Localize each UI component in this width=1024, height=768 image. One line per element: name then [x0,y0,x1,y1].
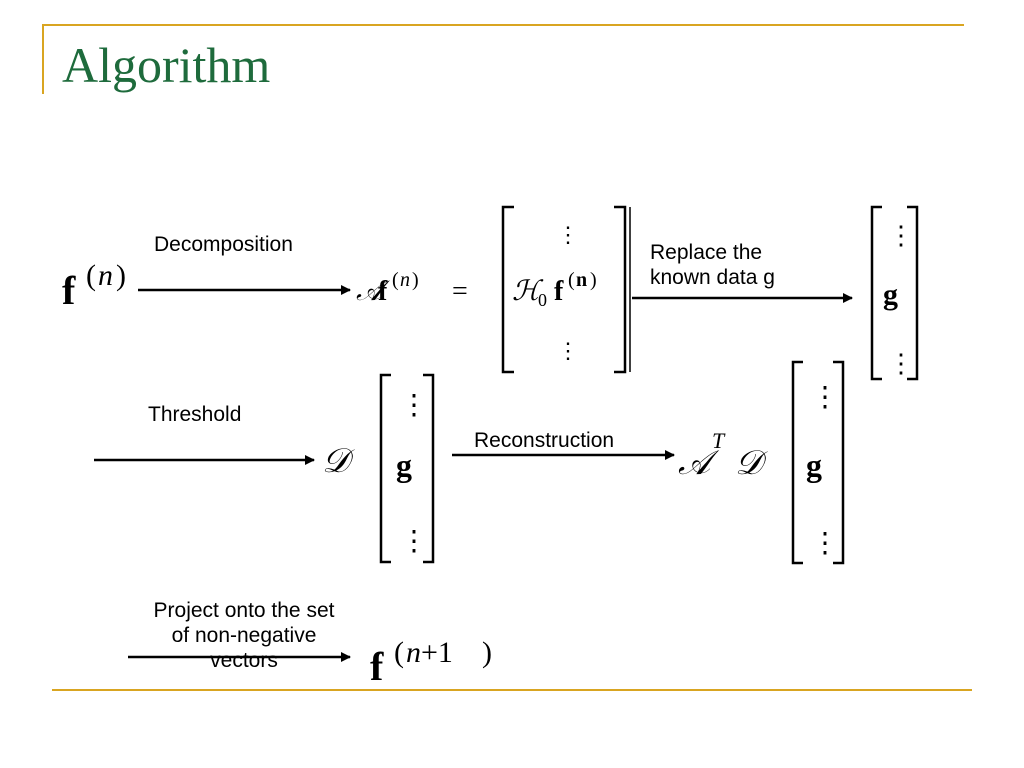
svg-text:f: f [62,268,76,313]
svg-text:): ) [412,269,419,291]
svg-text:(: ( [86,259,96,292]
svg-text:): ) [590,269,597,291]
matrix-replaced-g: ⋮ g ⋮ [870,205,919,381]
slide-title: Algorithm [62,37,271,93]
step-label-decomposition: Decomposition [154,233,293,256]
svg-text:): ) [116,259,126,292]
svg-text:⋮: ⋮ [888,349,914,378]
svg-text:(: ( [568,269,575,291]
matrix-decomposed-vector: ⋮ ℋ 0 f ( n ) ⋮ [501,205,631,374]
svg-text:n: n [400,269,410,291]
top-rule [42,24,964,26]
svg-text:n+1: n+1 [406,636,453,669]
svg-text:(: ( [392,269,399,291]
svg-text:f: f [370,644,384,689]
svg-text:T: T [712,428,726,453]
svg-text:(: ( [394,636,404,669]
math-A-f-n-equals: 𝒜 f ( n ) = [356,269,468,307]
svg-text:⋮: ⋮ [557,222,579,247]
svg-text:g: g [883,278,898,311]
svg-text:0: 0 [538,290,547,310]
svg-text:𝒟: 𝒟 [322,443,355,480]
bottom-rule [52,689,972,691]
svg-text:⋮: ⋮ [557,338,579,363]
svg-text:ℋ: ℋ [512,276,544,307]
step-label-threshold: Threshold [148,403,242,426]
math-D-g: 𝒟 ⋮ g ⋮ [322,373,435,564]
math-AT-D-g: 𝒜 T 𝒟 ⋮ g ⋮ [678,360,845,565]
svg-text:f: f [378,276,388,307]
svg-text:f: f [554,276,564,307]
svg-text:⋮: ⋮ [811,382,839,413]
svg-text:𝒟: 𝒟 [735,445,768,482]
svg-text:g: g [806,447,822,483]
svg-text:n: n [98,259,113,292]
step-label-reconstruction: Reconstruction [474,429,615,452]
svg-text:⋮: ⋮ [888,221,914,250]
svg-text:): ) [482,636,492,669]
svg-text:⋮: ⋮ [811,528,839,559]
svg-text:⋮: ⋮ [400,526,428,557]
step-label-replace-known-data: Replace the known data g [650,241,775,290]
math-f-n: f ( n ) [62,259,126,313]
svg-text:g: g [396,447,412,483]
svg-text:⋮: ⋮ [400,390,428,421]
svg-text:n: n [576,269,587,291]
svg-text:=: = [452,276,468,307]
step-label-project-nonnegative: Project onto the set of non-negative vec… [153,599,335,673]
left-accent-rule [42,24,44,94]
math-f-n-plus-1: f ( n+1 ) [370,636,492,689]
